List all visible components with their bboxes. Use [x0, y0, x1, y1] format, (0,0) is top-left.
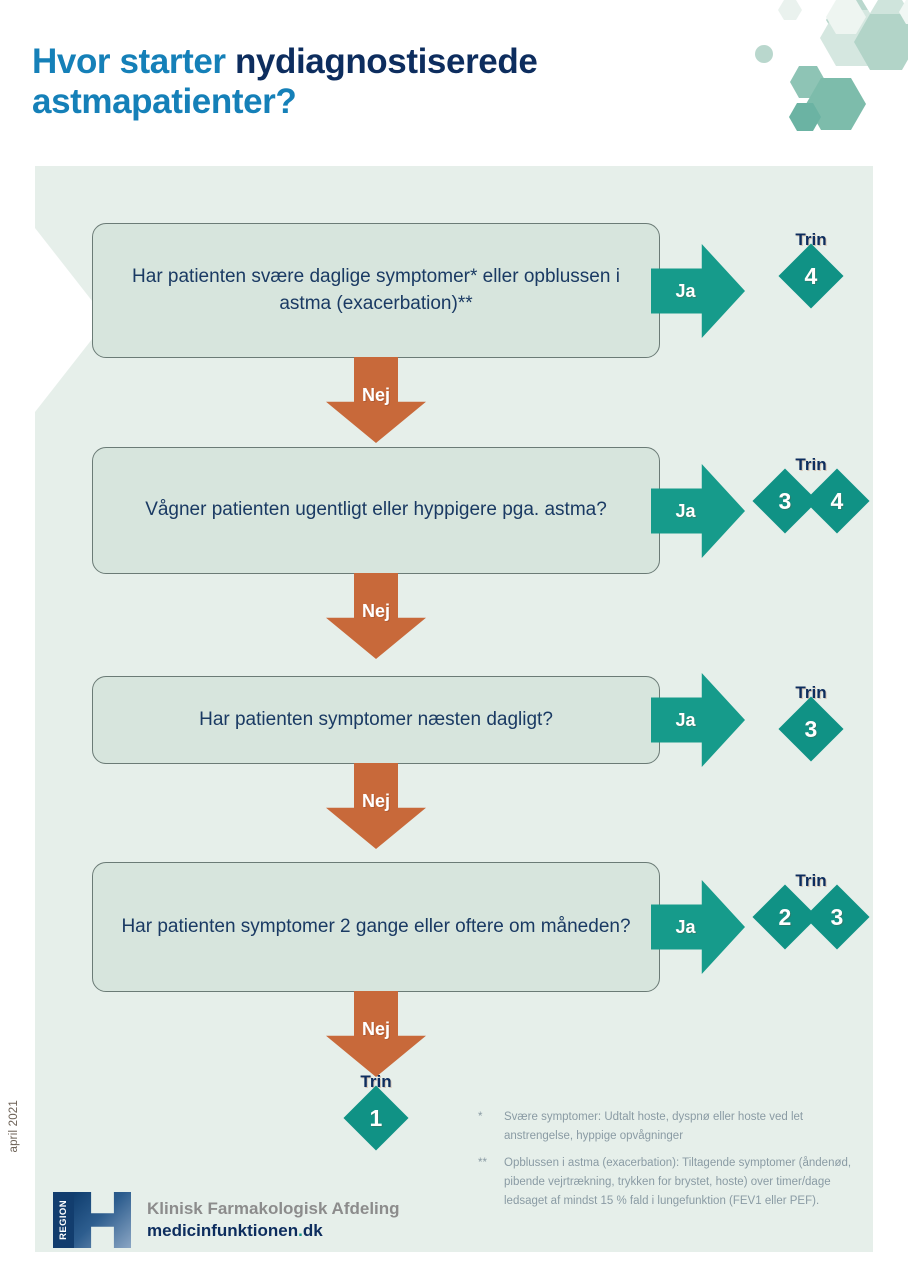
org-department: Klinisk Farmakologisk Afdeling [147, 1198, 400, 1218]
footnotes: * Svære symptomer: Udtalt hoste, dyspnø … [478, 1108, 868, 1219]
trin-group-1: Trin 4 [756, 230, 866, 309]
question-box-2: Vågner patienten ugentligt eller hyppige… [92, 447, 660, 574]
org-text: Klinisk Farmakologisk Afdeling medicinfu… [147, 1198, 400, 1242]
footer-logo: REGION Klinisk Farmakologisk Afdeling me… [53, 1192, 400, 1248]
org-website-tld: dk [302, 1221, 323, 1240]
question-text-1: Har patienten svære daglige symptomer* e… [132, 265, 620, 314]
trin-group-4: Trin 2 3 [752, 871, 870, 950]
trin-diamond-value: 4 [830, 487, 844, 514]
footnote-marker: * [478, 1111, 483, 1123]
trin-label-3: Trin [795, 683, 827, 702]
footnote-item: ** Opblussen i astma (exacerbation): Til… [478, 1154, 868, 1210]
footnote-item: * Svære symptomer: Udtalt hoste, dyspnø … [478, 1108, 868, 1145]
trin-diamond-value: 4 [804, 262, 818, 289]
region-badge-label: REGION [58, 1200, 69, 1240]
trin-group-2: Trin 3 4 [752, 455, 870, 534]
question-box-1: Har patienten svære daglige symptomer* e… [92, 223, 660, 358]
letter-h-icon [74, 1192, 131, 1248]
no-label-4: Nej [361, 1019, 390, 1039]
footnote-text: Opblussen i astma (exacerbation): Tiltag… [504, 1157, 852, 1207]
diamond-list-2: 3 4 [752, 468, 870, 534]
question-text-3: Har patienten symptomer næsten dagligt? [199, 708, 553, 730]
org-website-dot: . [298, 1221, 303, 1240]
yes-label-2: Ja [675, 500, 696, 521]
title-part-2: nydiagnostiserede [234, 42, 538, 81]
trin-label-4: Trin [795, 871, 827, 890]
trin-diamond: 4 [804, 468, 870, 534]
trin-diamond-value: 3 [804, 715, 818, 742]
trin-label-2: Trin [795, 455, 827, 474]
trin-diamond: 1 [343, 1085, 409, 1151]
no-label-2: Nej [361, 601, 390, 621]
publication-date: april 2021 [8, 1100, 20, 1153]
diamond-list-3: 3 [778, 696, 844, 762]
footnote-text: Svære symptomer: Udtalt hoste, dyspnø el… [504, 1111, 804, 1142]
question-box-4: Har patienten symptomer 2 gange eller of… [92, 862, 660, 992]
trin-diamond: 4 [778, 243, 844, 309]
hexagon-decoration [755, 0, 908, 131]
trin-group-3: Trin 3 [756, 683, 866, 762]
no-label-1: Nej [361, 385, 390, 405]
region-badge: REGION [53, 1192, 74, 1248]
question-text-2: Vågner patienten ugentligt eller hyppige… [145, 499, 607, 521]
trin-diamond-value: 3 [830, 903, 844, 930]
yes-label-4: Ja [675, 916, 696, 937]
diamond-list-4: 2 3 [752, 884, 870, 950]
title-part-3: astmapatienter? [32, 81, 297, 121]
page-title: Hvor starter nydiagnostiserede astmapati… [32, 42, 732, 122]
title-part-1: Hvor starter [32, 42, 235, 81]
no-label-3: Nej [361, 791, 390, 811]
trin-diamond-value: 3 [778, 487, 792, 514]
trin-diamond: 3 [778, 696, 844, 762]
footnote-marker: ** [478, 1157, 487, 1170]
org-website-main: medicinfunktionen [147, 1221, 299, 1240]
trin-label-1: Trin [795, 230, 827, 249]
yes-label-1: Ja [675, 280, 696, 301]
question-text-4: Har patienten symptomer 2 gange eller of… [121, 915, 631, 937]
trin-group-final: Trin 1 [321, 1072, 431, 1151]
trin-diamond: 3 [804, 884, 870, 950]
trin-label-final: Trin [360, 1072, 392, 1091]
question-box-3: Har patienten symptomer næsten dagligt? [92, 676, 660, 764]
yes-label-3: Ja [675, 709, 696, 730]
diamond-list-final: 1 [343, 1085, 409, 1151]
region-h-logo: REGION [53, 1192, 131, 1248]
trin-diamond-value: 2 [778, 903, 792, 930]
trin-diamond-value: 1 [369, 1104, 383, 1131]
diamond-list-1: 4 [778, 243, 844, 309]
org-website[interactable]: medicinfunktionen.dk [147, 1220, 400, 1242]
